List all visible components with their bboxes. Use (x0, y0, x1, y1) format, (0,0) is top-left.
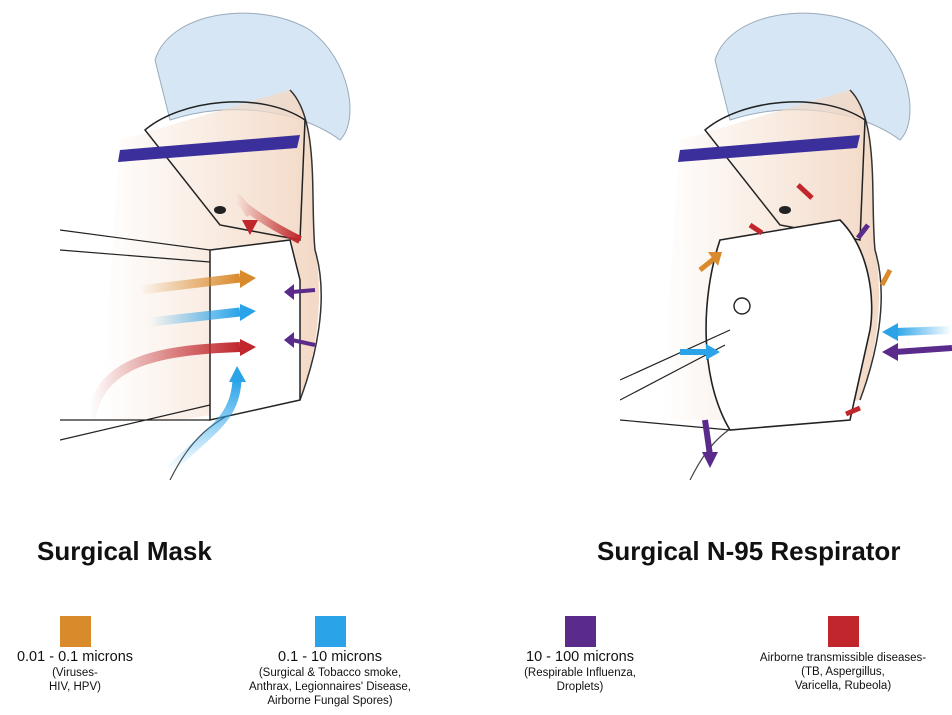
n95-respirator-illustration (620, 0, 952, 500)
surgical-mask-illustration (60, 0, 440, 500)
purple-arrow-upper (292, 290, 315, 292)
eye (779, 206, 791, 214)
surgical-mask (210, 240, 300, 420)
swatch-orange (60, 616, 91, 647)
orange-arrow-right (882, 270, 890, 285)
legend-item-purple: 10 - 100 microns (Respirable Influenza, … (495, 616, 665, 694)
legend-desc: Airborne transmissible diseases- (TB, As… (738, 651, 948, 693)
legend-desc: (Respirable Influenza, Droplets) (495, 666, 665, 694)
legend-desc: (Surgical & Tobacco smoke, Anthrax, Legi… (230, 666, 430, 708)
n95-respirator (706, 220, 872, 430)
legend-item-orange: 0.01 - 0.1 microns (Viruses- HIV, HPV) (0, 616, 150, 694)
legend-label: 10 - 100 microns (495, 649, 665, 666)
swatch-blue (315, 616, 346, 647)
legend-label: 0.01 - 0.1 microns (0, 649, 150, 666)
blue-arrow-right (895, 330, 952, 332)
title-surgical-mask: Surgical Mask (37, 536, 212, 567)
eye (214, 206, 226, 214)
swatch-purple (565, 616, 596, 647)
title-n95-respirator: Surgical N-95 Respirator (597, 536, 900, 567)
legend-label: 0.1 - 10 microns (230, 649, 430, 666)
legend-desc: (Viruses- HIV, HPV) (0, 666, 150, 694)
purple-arrow-bottom (705, 420, 710, 455)
purple-arrow-right (895, 348, 952, 352)
swatch-red (828, 616, 859, 647)
legend-item-blue: 0.1 - 10 microns (Surgical & Tobacco smo… (230, 616, 430, 708)
legend-item-red: Airborne transmissible diseases- (TB, As… (738, 616, 948, 693)
